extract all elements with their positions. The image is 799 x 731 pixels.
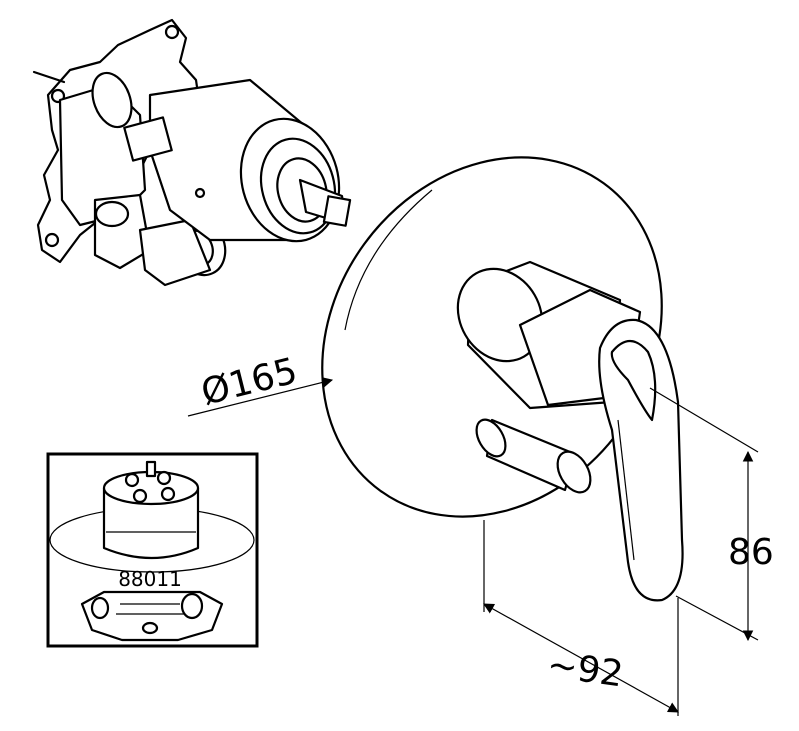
dimension-height: 86 <box>649 387 774 642</box>
height-label: 86 <box>728 532 774 573</box>
concealed-valve-body <box>32 18 352 287</box>
inset-box: 88011 <box>46 452 259 648</box>
trim-assembly <box>321 156 684 602</box>
depth-label: ~92 <box>545 644 626 695</box>
diameter-label: Ø165 <box>197 350 301 413</box>
dimension-diameter: Ø165 <box>187 350 334 417</box>
inset-part-number: 88011 <box>118 567 182 591</box>
